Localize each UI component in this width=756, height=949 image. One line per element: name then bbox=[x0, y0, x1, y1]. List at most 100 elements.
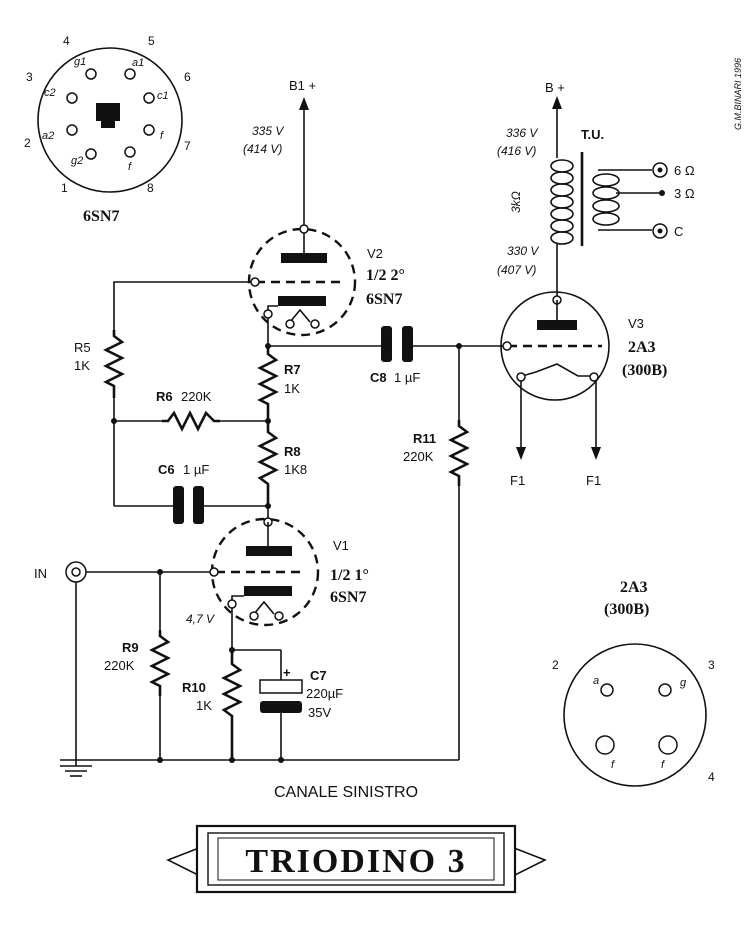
r11-resistor bbox=[448, 420, 470, 486]
channel-label: CANALE SINISTRO bbox=[274, 784, 418, 801]
c7-ref: C7 bbox=[310, 668, 327, 683]
pinout-2a3: 2A3 (300B) a g f f 2 3 4 bbox=[552, 579, 715, 787]
r9-ref: R9 bbox=[122, 640, 139, 655]
v3-supply-rail-label: B + bbox=[545, 80, 565, 95]
designer-credit: G.M.BINARI 1996 bbox=[733, 58, 743, 130]
tube-v3-ref: V3 bbox=[628, 316, 644, 331]
tube-v1-ref: V1 bbox=[333, 538, 349, 553]
c7-value: 220µF bbox=[306, 686, 343, 701]
primary-winding bbox=[550, 159, 574, 245]
tube-v2-cathode bbox=[278, 296, 326, 306]
pin-label-f-a: f bbox=[160, 130, 164, 142]
r7-resistor bbox=[257, 346, 279, 421]
tube-v3-filament bbox=[521, 363, 594, 377]
pin-number-3: 3 bbox=[26, 70, 33, 84]
r11-value: 220K bbox=[403, 449, 434, 464]
r5-ref: R5 bbox=[74, 340, 91, 355]
c8-value: 1 µF bbox=[394, 370, 420, 385]
banner-outer-frame bbox=[195, 824, 517, 894]
r10-resistor bbox=[221, 650, 243, 760]
primary-impedance: 3kΩ bbox=[509, 191, 523, 213]
tube-v3-plate bbox=[537, 320, 577, 330]
v2-plate-voltage: 335 V bbox=[252, 124, 284, 138]
ground-symbol bbox=[60, 760, 92, 777]
r8-value: 1K8 bbox=[284, 462, 307, 477]
v3-supply-arrow bbox=[552, 96, 562, 109]
pin-number-1: 1 bbox=[61, 181, 68, 195]
tube-v2-ref: V2 bbox=[367, 246, 383, 261]
pinout-2a3-alt: (300B) bbox=[604, 601, 649, 618]
c6-capacitor-plate-a bbox=[173, 486, 184, 524]
pin-label-c1: c1 bbox=[157, 90, 169, 102]
pin-number-2a3-2: 2 bbox=[552, 658, 559, 672]
tube-v2-type: 6SN7 bbox=[366, 291, 402, 308]
banner-inner-frame bbox=[207, 832, 505, 886]
pin-number-2: 2 bbox=[24, 136, 31, 150]
v3-plate-voltage: 330 V bbox=[507, 244, 539, 258]
pin-hole-c2 bbox=[66, 92, 78, 104]
pin-hole-g2 bbox=[85, 148, 97, 160]
r11-ref: R11 bbox=[413, 431, 436, 446]
pin-hole-a2 bbox=[66, 124, 78, 136]
c8-capacitor-plate-a bbox=[381, 326, 392, 362]
output-transformer: T.U. 3kΩ 6 Ω 3 Ω C bbox=[509, 127, 695, 246]
v3-supply-voltage: 336 V bbox=[506, 126, 538, 140]
secondary-winding bbox=[592, 173, 620, 226]
tube-v1-plate bbox=[246, 546, 292, 556]
r9-value: 220K bbox=[104, 658, 135, 673]
r9-resistor bbox=[149, 630, 171, 696]
pin-label-a2: a2 bbox=[42, 130, 54, 142]
r7-ref: R7 bbox=[284, 362, 301, 377]
tap-label-6ohm: 6 Ω bbox=[674, 163, 695, 178]
tube-v2-plate bbox=[281, 253, 327, 263]
pin-label-g1: g1 bbox=[74, 56, 86, 68]
pin-hole-a1 bbox=[124, 68, 136, 80]
pinout-2a3-name: 2A3 bbox=[620, 579, 648, 596]
c6-value: 1 µF bbox=[183, 462, 209, 477]
speaker-terminal-3ohm bbox=[659, 190, 665, 196]
v2-supply-arrow bbox=[299, 97, 309, 110]
pin-hole-f-b bbox=[124, 146, 136, 158]
tube-v1: V1 1/2 1° 6SN7 bbox=[209, 517, 369, 627]
pin-number-2a3-4: 4 bbox=[708, 770, 715, 784]
pin-label-g2: g2 bbox=[71, 155, 83, 167]
c7-capacitor-positive-plate bbox=[259, 679, 303, 694]
pin-hole-anode bbox=[600, 683, 614, 697]
pin-label-filament-b: f bbox=[661, 759, 665, 771]
r8-ref: R8 bbox=[284, 444, 301, 459]
tube-v3-type: 2A3 bbox=[628, 339, 656, 356]
tube-v1-type: 6SN7 bbox=[330, 589, 366, 606]
banner-panel bbox=[217, 837, 495, 881]
tube-v3: V3 2A3 (300B) bbox=[500, 291, 667, 401]
pin-number-6: 6 bbox=[184, 70, 191, 84]
pin-label-grid: g bbox=[680, 677, 687, 689]
pinout-2a3-base bbox=[563, 643, 707, 787]
pin-label-c2: c2 bbox=[44, 87, 56, 99]
tap-label-common: C bbox=[674, 224, 683, 239]
pin-number-5: 5 bbox=[148, 34, 155, 48]
v2-plate-voltage-alt: (414 V) bbox=[243, 142, 282, 156]
transformer-ref: T.U. bbox=[581, 127, 604, 142]
pin-number-7: 7 bbox=[184, 139, 191, 153]
pin-label-a1: a1 bbox=[132, 57, 144, 69]
tube-v3-type-alt: (300B) bbox=[622, 362, 667, 379]
pinout-6sn7-name: 6SN7 bbox=[83, 208, 119, 225]
v1-cathode-voltage: 4,7 V bbox=[186, 612, 215, 626]
r8-resistor bbox=[257, 421, 279, 506]
c7-capacitor-negative-plate bbox=[260, 701, 302, 713]
pin-hole-c1 bbox=[143, 92, 155, 104]
pin-hole-filament-a bbox=[595, 735, 615, 755]
tap-label-3ohm: 3 Ω bbox=[674, 186, 695, 201]
pin-label-filament-a: f bbox=[611, 759, 615, 771]
pin-hole-f-a bbox=[143, 124, 155, 136]
v2-grid-wire bbox=[113, 281, 251, 330]
c8-capacitor-plate-b bbox=[402, 326, 413, 362]
pin-label-f-b: f bbox=[128, 161, 132, 173]
filament-label-right: F1 bbox=[586, 473, 601, 488]
r10-value: 1K bbox=[196, 698, 212, 713]
pinout-6sn7-key bbox=[96, 103, 120, 128]
v3-supply-voltage-alt: (416 V) bbox=[497, 144, 536, 158]
v2-supply-rail-label: B1 + bbox=[289, 78, 316, 93]
tube-v1-heater bbox=[253, 600, 275, 615]
r6-resistor bbox=[162, 410, 220, 432]
